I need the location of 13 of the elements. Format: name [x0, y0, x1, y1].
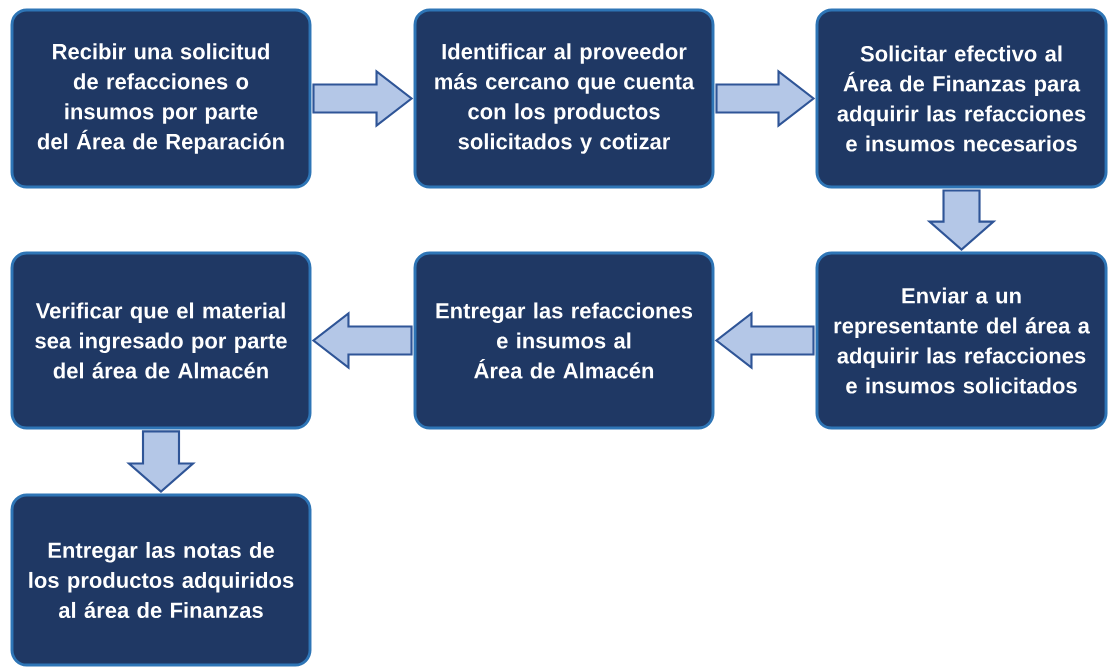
- block-arrow: [926, 189, 997, 251]
- process-box: Enviar a un representante del área a adquirir las refacciones e insumos solicitados: [815, 251, 1108, 430]
- process-box: Entregar las notas de los productos adquiridos al área de Finanzas: [10, 493, 312, 667]
- process-box: Verificar que el material sea ingresado por parte del área de Almacén: [10, 251, 312, 430]
- process-box: Recibir una solicitud de refacciones o insumos por parte del Área de Reparación: [10, 8, 312, 189]
- process-box: Identificar al proveedor más cercano que cuenta con los productos solicitados y cotizar: [413, 8, 715, 189]
- process-box: Entregar las refacciones e insumos al Área de Almacén: [413, 251, 715, 430]
- block-arrow: [312, 69, 414, 128]
- block-arrow: [311, 311, 413, 370]
- block-arrow: [715, 69, 816, 128]
- process-box: Solicitar efectivo al Área de Finanzas para adquirir las refacciones e insumos necesarios: [815, 8, 1108, 189]
- block-arrow: [714, 311, 815, 370]
- block-arrow: [126, 430, 196, 493]
